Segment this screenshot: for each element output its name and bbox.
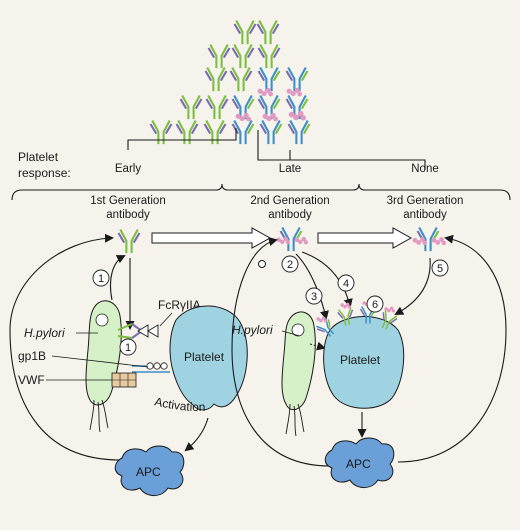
vwf-label: VWF — [18, 373, 45, 387]
platelet-label: Platelet — [340, 353, 381, 367]
response-early: Early — [115, 163, 141, 175]
generation-3-line1: 3rd Generation — [387, 195, 464, 207]
response-late: Late — [279, 163, 301, 175]
glycan-icon — [294, 236, 308, 245]
bound-antibody-icon — [117, 323, 133, 339]
arrow-step-5 — [394, 257, 431, 315]
antibody-icon — [233, 19, 257, 46]
antibody-icon — [179, 94, 203, 121]
generation-1-line2: antibody — [106, 209, 150, 221]
apc-label-right: APC — [346, 457, 371, 471]
step-marker: 5 — [431, 259, 449, 277]
step-number: 1 — [98, 273, 104, 285]
generation-brace — [11, 183, 511, 201]
antibody-icon — [287, 119, 311, 146]
hpylori-label: H.pylori — [24, 326, 65, 340]
step-marker: 1 — [119, 338, 137, 356]
antibody-icon — [229, 66, 253, 93]
glycan-icon — [262, 112, 278, 122]
step-marker: 4 — [337, 274, 355, 292]
antibody-icon — [257, 43, 281, 70]
response-none: None — [411, 163, 439, 175]
platelet-shape — [323, 316, 405, 409]
antibody-icon — [257, 94, 281, 121]
progression-arrow-1 — [151, 227, 272, 249]
antibody-icon — [257, 66, 281, 93]
dashed-arrow — [309, 341, 326, 351]
generation-2-line2: antibody — [268, 209, 312, 221]
antibody-icon — [231, 43, 255, 70]
cycle-arrow — [9, 233, 121, 461]
platelet-response-label-line1: Platelet — [18, 150, 59, 164]
antibody-icon — [256, 19, 280, 46]
glycan-icon — [431, 237, 446, 246]
arrow-platelet-to-apc — [184, 417, 209, 452]
antibody-icon — [207, 43, 231, 70]
antibody-icon — [231, 94, 255, 121]
antibody-icon — [203, 119, 227, 146]
step-number: 3 — [311, 291, 317, 303]
panel-first-generation: H.pylori FcRγIIA Platelet gp1B — [9, 233, 248, 496]
progression-arrow-2 — [317, 227, 413, 249]
arrow-step-4 — [301, 251, 353, 308]
platelet-response-label-line2: response: — [18, 166, 71, 180]
vwf-icon — [111, 372, 137, 388]
generation-3-line2: antibody — [403, 209, 447, 221]
arrow-step-3 — [295, 253, 329, 320]
small-circle-icon — [258, 260, 266, 268]
hpylori-label: H.pylori — [232, 323, 273, 337]
response-branches — [127, 128, 426, 170]
glycan-icon — [288, 110, 306, 121]
antibody-pyramid — [149, 19, 311, 146]
antibody-icon — [204, 66, 228, 93]
step-marker: 6 — [366, 295, 384, 313]
panel-third-generation — [394, 234, 507, 463]
gp1b-receptor-icon — [132, 362, 170, 373]
apc-cell — [114, 445, 185, 496]
step-number: 1 — [125, 342, 131, 354]
antibody-icon — [205, 94, 229, 121]
step-number: 6 — [372, 299, 378, 311]
fcr-label: FcRγIIA — [158, 298, 201, 312]
panel-second-generation: H.pylori Platelet APC — [231, 237, 405, 488]
cycle-arrow — [397, 234, 507, 463]
hpylori-bacterium — [281, 311, 316, 437]
arrow-step-1 — [109, 255, 126, 301]
step-marker: 1 — [92, 269, 110, 287]
cycle-arrow — [231, 237, 331, 467]
antibody-icon — [175, 119, 199, 146]
generation-2-line1: 2nd Generation — [250, 195, 329, 207]
apc-cell — [324, 437, 395, 488]
step-number: 4 — [343, 278, 349, 290]
generation-1-line1: 1st Generation — [90, 195, 165, 207]
step-marker: 2 — [281, 255, 299, 273]
step-number: 5 — [437, 263, 443, 275]
antibody-icon — [285, 66, 309, 93]
fcr-receptor-icon — [137, 324, 159, 338]
antibody-icon — [259, 119, 283, 146]
step-number: 2 — [287, 259, 293, 271]
platelet-label: Platelet — [184, 350, 225, 364]
gp1b-label: gp1B — [18, 349, 46, 363]
hpylori-bacterium — [85, 300, 122, 433]
apc-label-left: APC — [136, 465, 161, 479]
first-generation-antibody-icon — [117, 228, 141, 255]
step-marker: 3 — [305, 287, 323, 305]
platelet-shape — [169, 305, 248, 411]
glycan-icon — [235, 112, 251, 122]
antibody-icon — [149, 119, 173, 146]
